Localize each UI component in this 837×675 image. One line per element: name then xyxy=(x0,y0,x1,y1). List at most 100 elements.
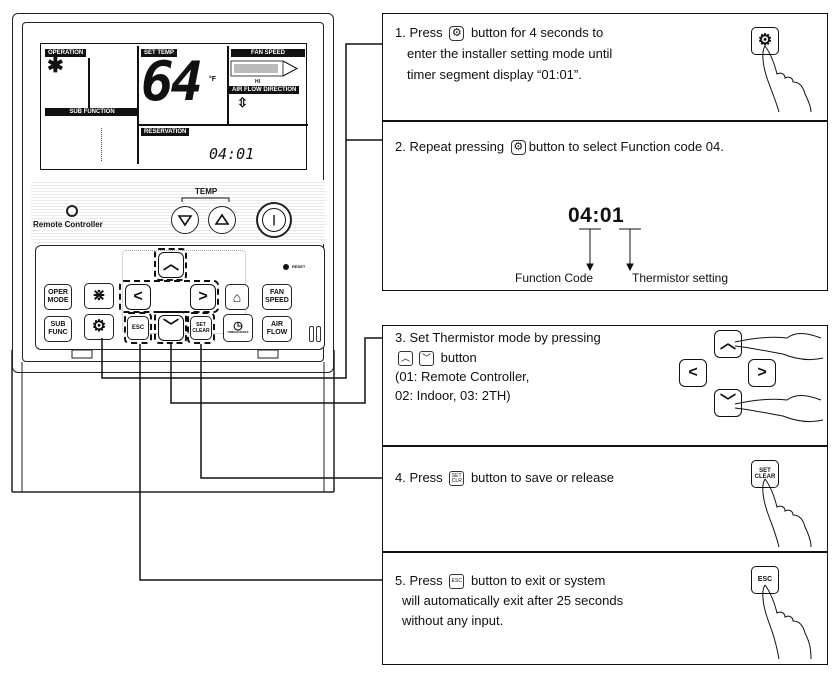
step-3-line-1: 3. Set Thermistor mode by pressing xyxy=(395,330,601,345)
lcd-sub-function-label: SUB FUNCTION xyxy=(45,108,139,116)
installer-setting-button[interactable]: ⚙ xyxy=(84,314,114,340)
slot-icon xyxy=(309,326,314,342)
lcd-fan-speed-label: FAN SPEED xyxy=(231,49,305,57)
temp-bracket xyxy=(181,197,230,202)
fan-speed-button[interactable]: FAN SPEED xyxy=(262,284,292,310)
chevron-up-icon: ︿ xyxy=(719,335,736,352)
snowflake-icon: ✱ xyxy=(47,55,64,77)
power-button[interactable]: | xyxy=(256,202,292,238)
step-2-panel: 2. Repeat pressing ⚙button to select Fun… xyxy=(382,121,828,291)
gear-button-illustration: ⚙ xyxy=(751,27,779,55)
set-clear-label: SET CLEAR xyxy=(192,322,210,334)
highlight-esc xyxy=(124,312,152,344)
temp-down-button[interactable] xyxy=(171,206,199,234)
step-3-line-2: ︿﹀ button xyxy=(395,350,477,367)
slot-icon xyxy=(316,326,321,342)
oper-mode-button[interactable]: OPER MODE xyxy=(44,284,72,310)
lcd-operation-label: OPERATION xyxy=(45,49,87,57)
temp-up-button[interactable] xyxy=(208,206,236,234)
left-button[interactable]: < xyxy=(125,284,151,310)
chevron-left-icon: < xyxy=(688,364,698,381)
hand-press-icon xyxy=(762,478,812,548)
lcd-divider xyxy=(137,124,308,126)
air-flow-label: AIR FLOW xyxy=(266,321,288,336)
chevron-up-icon: ︿ xyxy=(162,256,179,273)
chevron-down-icon: ﹀ xyxy=(162,319,179,336)
step-3-line-3: (01: Remote Controller, xyxy=(395,369,530,384)
lcd-divider xyxy=(137,46,139,164)
lcd-set-temp-label: SET TEMP xyxy=(141,49,178,57)
lcd-air-flow-label: AIR FLOW DIRECTION xyxy=(229,86,300,94)
lcd-timer-segment: 04:01 xyxy=(209,145,255,163)
air-flow-direction-icon: ⇳ xyxy=(237,95,248,110)
highlight-down xyxy=(154,311,187,344)
function-code-display: 04:01 xyxy=(568,204,625,227)
esc-icon: ESC xyxy=(449,574,465,590)
triangle-down-icon xyxy=(177,215,193,227)
reset-dot xyxy=(283,264,289,270)
lcd-divider xyxy=(101,128,103,161)
remote-controller-label: Remote Controller xyxy=(33,220,103,229)
step-3-line-4: 02: Indoor, 03: 2TH) xyxy=(395,388,511,403)
lcd-temp-value: 64 xyxy=(141,50,203,113)
timer-label: TIMER/ON/OFF xyxy=(227,330,249,334)
chevron-down-icon: ﹀ xyxy=(719,394,736,411)
lcd-reservation-label: RESERVATION xyxy=(141,128,190,136)
air-flow-button[interactable]: AIR FLOW xyxy=(262,316,292,342)
esc-label: ESC xyxy=(757,576,773,583)
esc-button-illustration: ESC xyxy=(751,566,779,594)
air-purify-button[interactable]: ⋇ xyxy=(84,283,114,309)
chevron-down-icon: ﹀ xyxy=(419,351,434,367)
air-purify-icon: ⋇ xyxy=(92,287,106,304)
right-button-illustration: > xyxy=(748,359,776,387)
highlight-set-clear xyxy=(187,312,215,344)
temp-label: TEMP xyxy=(195,187,218,196)
triangle-up-icon xyxy=(214,213,230,225)
sub-func-button[interactable]: SUB FUNC xyxy=(44,316,72,342)
oper-mode-label: OPER MODE xyxy=(47,289,69,304)
step-1-panel: 1. Press ⚙ button for 4 seconds to enter… xyxy=(382,13,828,121)
step-1-line-3: timer segment display “01:01”. xyxy=(407,67,582,82)
left-button-illustration: < xyxy=(679,359,707,387)
home-leave-button[interactable]: ⌂ xyxy=(225,284,249,310)
gear-icon: ⚙ xyxy=(510,140,526,156)
function-code-label: Function Code xyxy=(515,271,594,285)
chevron-right-icon: > xyxy=(757,364,767,381)
step-5-panel: 5. Press ESC button to exit or system wi… xyxy=(382,552,828,665)
right-button[interactable]: > xyxy=(190,284,216,310)
reset-label: RESET xyxy=(292,264,306,269)
up-button-illustration: ︿ xyxy=(714,330,742,358)
set-clear-button[interactable]: SET CLEAR xyxy=(190,316,212,340)
timer-button[interactable]: ◷ TIMER/ON/OFF xyxy=(223,314,253,342)
clock-icon: ◷ xyxy=(233,320,243,332)
fan-speed-bars-icon xyxy=(230,60,299,77)
set-clear-button-illustration: SET CLEAR xyxy=(751,460,779,488)
down-button[interactable]: ﹀ xyxy=(158,315,184,341)
set-clear-label: SET CLEAR xyxy=(754,468,776,480)
thermistor-setting-label: Thermistor setting xyxy=(632,271,729,285)
hand-press-icon xyxy=(734,333,824,423)
fan-speed-label: FAN SPEED xyxy=(265,289,289,304)
lcd-divider xyxy=(227,46,229,126)
step-1-line-2: enter the installer setting mode until xyxy=(407,46,613,61)
esc-label: ESC xyxy=(131,325,145,331)
sub-func-label: SUB FUNC xyxy=(48,321,68,336)
lcd-fan-level: HI xyxy=(255,79,260,85)
sensor-icon xyxy=(66,205,78,217)
power-icon: | xyxy=(262,208,286,232)
esc-button[interactable]: ESC xyxy=(127,316,149,340)
lcd-divider xyxy=(88,58,90,108)
up-button[interactable]: ︿ xyxy=(158,252,184,278)
step-2-line-1: 2. Repeat pressing ⚙button to select Fun… xyxy=(395,139,724,156)
step-5-line-3: without any input. xyxy=(402,613,504,628)
step-3-panel: 3. Set Thermistor mode by pressing ︿﹀ bu… xyxy=(382,325,828,446)
step-5-line-1: 5. Press ESC button to exit or system xyxy=(395,573,606,590)
chevron-up-icon: ︿ xyxy=(398,351,413,367)
hand-press-icon xyxy=(762,584,812,660)
chevron-left-icon: < xyxy=(133,288,143,305)
